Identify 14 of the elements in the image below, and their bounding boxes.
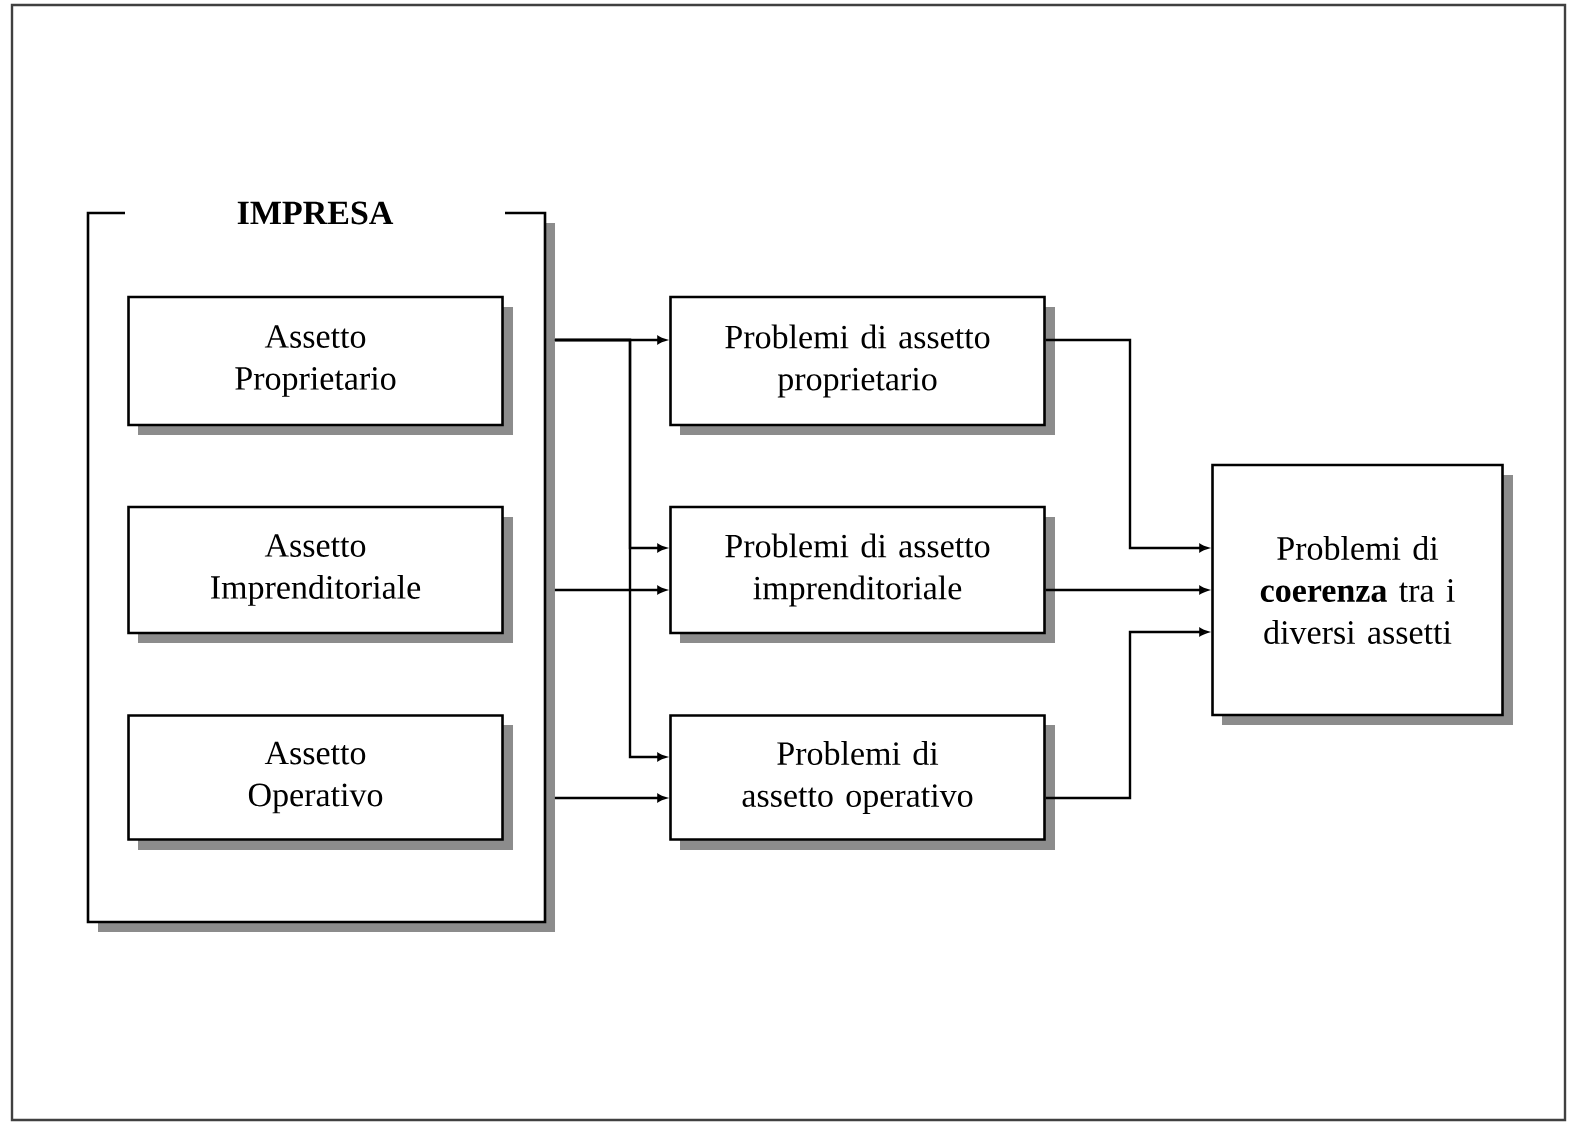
text-box: Problemi di assetto imprenditoriale — [669, 505, 1055, 643]
arrow — [1045, 586, 1208, 594]
text-box: Problemi di coerenza tra i diversi assetti — [1211, 463, 1513, 725]
text-box: Assetto Proprietario — [127, 295, 513, 435]
arrow — [554, 338, 666, 761]
arrow — [1045, 338, 1208, 552]
arrow — [554, 586, 666, 594]
arrow — [554, 794, 666, 802]
text-box: Problemi di assetto proprietario — [669, 295, 1055, 435]
arrow — [1045, 628, 1208, 800]
text-box: Problemi di assetto operativo — [669, 714, 1055, 850]
text-box: Assetto Operativo — [127, 714, 513, 850]
node-label: IMPRESA — [237, 201, 394, 225]
text-box: Assetto Imprenditoriale — [127, 505, 513, 643]
